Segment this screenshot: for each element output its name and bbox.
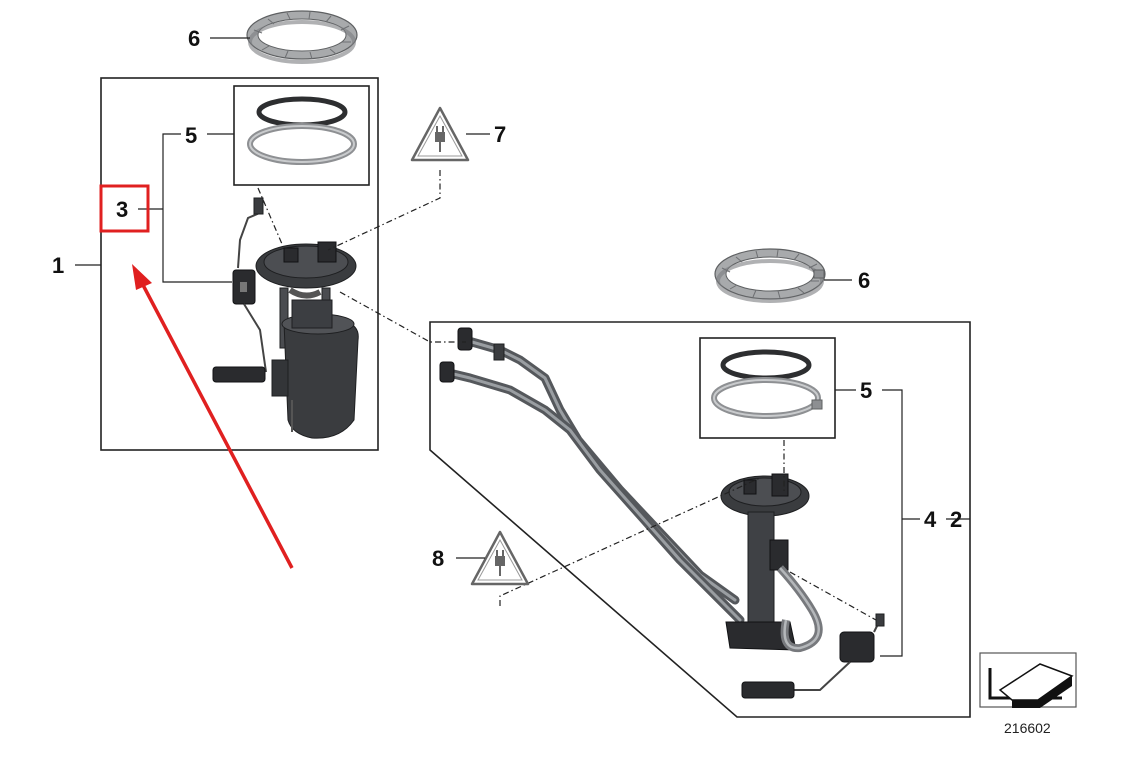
callout-8: 8 — [432, 546, 444, 571]
callout-6-top: 6 — [188, 26, 200, 51]
callout-7: 7 — [494, 122, 506, 147]
left-assembly-frame — [100, 77, 379, 451]
callout-5-right: 5 — [860, 378, 872, 403]
warning-plug-icon-2 — [470, 530, 530, 586]
callout-4: 4 — [924, 507, 937, 532]
fuel-pump-module-left — [212, 197, 359, 439]
seal-ring-right — [711, 349, 823, 419]
callout-6-right: 6 — [858, 268, 870, 293]
leader-lines — [75, 37, 970, 657]
callout-3: 3 — [116, 197, 128, 222]
callout-5-left: 5 — [185, 123, 197, 148]
callout-1: 1 — [52, 253, 64, 278]
highlight-box — [99, 184, 150, 233]
lock-ring-right — [714, 248, 826, 303]
warning-plug-icon — [410, 106, 470, 162]
direction-arrow-icon — [979, 652, 1077, 708]
red-arrow — [132, 264, 294, 569]
fuel-pump-module-right — [439, 327, 885, 699]
lock-ring-top — [246, 10, 358, 64]
callout-2: 2 — [950, 507, 962, 532]
right-assembly-frame — [429, 321, 971, 718]
seal-ring-left — [247, 96, 357, 165]
assembly-lines — [257, 170, 877, 621]
reference-number: 216602 — [1004, 720, 1051, 736]
